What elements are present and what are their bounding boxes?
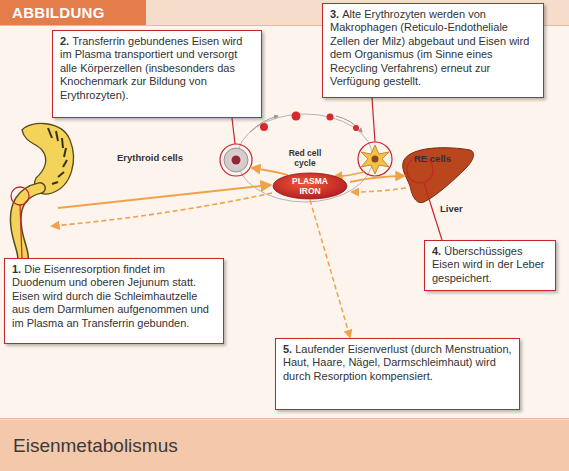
return-arrow <box>52 193 272 226</box>
callout-text: Transferrin gebundenes Eisen wird im Pla… <box>60 35 242 101</box>
ellipse-shape <box>273 173 347 199</box>
callout-box: 5.Laufender Eisenverlust (durch Menstrua… <box>275 338 520 410</box>
re-cell <box>361 145 389 174</box>
plasma-ellipse: PLASMA IRON <box>272 172 348 200</box>
leader-line <box>372 98 375 142</box>
part-label: RE cells <box>414 153 451 164</box>
callout-number: 1. <box>12 263 21 275</box>
recycle-arrow <box>334 172 364 177</box>
callout-text: Laufender Eisenverlust (durch Menstruati… <box>283 343 512 382</box>
leader-ring <box>358 142 392 176</box>
part-label: Liver <box>440 203 463 214</box>
loss-arrow <box>310 200 350 337</box>
node-label: PLASMA IRON <box>288 177 332 196</box>
leader-line <box>20 205 22 258</box>
absorption-arrow <box>58 185 270 208</box>
callout-box: 2.Transferrin gebundenes Eisen wird im P… <box>52 30 262 118</box>
callout-box: 4.Überschüssiges Eisen wird in der Leber… <box>424 240 556 291</box>
leader-line <box>232 118 235 144</box>
callout-number: 3. <box>330 8 339 20</box>
callout-box: 3.Alte Erythrozyten werden von Makrophag… <box>322 3 544 98</box>
cycle-arrow <box>336 116 362 132</box>
storage-arrow <box>350 176 404 182</box>
leader-ring <box>220 144 252 176</box>
stomach-folds <box>48 128 67 184</box>
leader-line <box>424 183 442 240</box>
cycle-ring <box>237 114 373 202</box>
leader-ring <box>11 187 29 205</box>
part-label: Red cell cycle <box>285 148 325 168</box>
figure-title: ABBILDUNG <box>12 4 105 21</box>
callout-number: 4. <box>432 245 441 257</box>
callout-text: Die Eisenresorption findet im Duodenum u… <box>12 263 209 329</box>
part-label: Erythroid cells <box>117 152 183 163</box>
erythroid-cell <box>224 148 248 172</box>
callout-text: Alte Erythrozyten werden von Makrophagen… <box>330 8 529 87</box>
stomach-shape <box>22 123 73 194</box>
red-cells <box>260 112 359 132</box>
figure-tab: ABBILDUNG <box>0 0 146 25</box>
supply-arrow <box>252 168 288 175</box>
caption-bar: Eisenmetabolismus <box>0 420 569 471</box>
callout-number: 5. <box>283 343 292 355</box>
figure-caption: Eisenmetabolismus <box>13 435 178 456</box>
erythroid-nucleus <box>232 156 241 165</box>
cycle-arrow <box>250 116 278 132</box>
re-nucleus <box>372 156 379 163</box>
callout-box: 1.Die Eisenresorption findet im Duodenum… <box>4 258 224 344</box>
liver-shape <box>403 148 474 203</box>
release-arrow <box>352 188 406 192</box>
callout-text: Überschüssiges Eisen wird in der Leber g… <box>432 245 545 284</box>
callout-number: 2. <box>60 35 69 47</box>
